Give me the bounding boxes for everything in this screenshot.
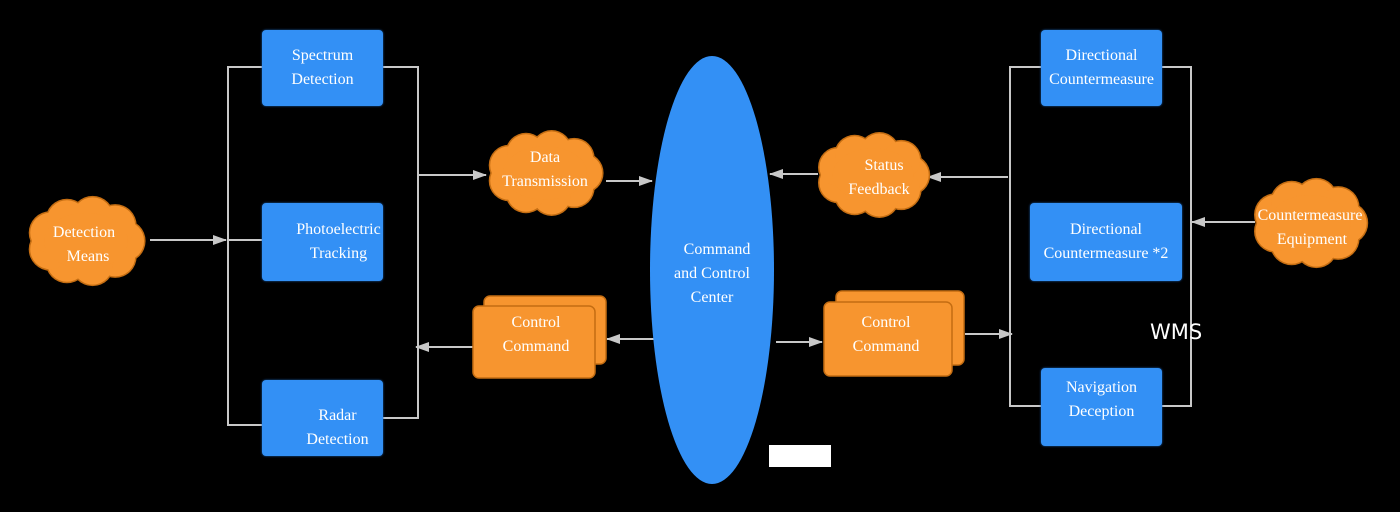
node-label: Equipment <box>1276 231 1348 248</box>
wms-annotation: WMS <box>1150 320 1203 344</box>
countermeasure-equipment-cloud <box>1253 177 1369 269</box>
node-label: Command <box>683 241 751 258</box>
node-label: and Control <box>674 265 750 282</box>
node-status-feedback: Status Feedback <box>826 154 932 202</box>
status-feedback-cloud <box>817 132 931 218</box>
node-command-and-control-center: Command and Control Center <box>662 238 762 310</box>
data-transmission-cloud <box>488 130 604 216</box>
node-label: Photoelectric <box>296 221 381 238</box>
white-rectangle <box>769 445 831 467</box>
right-bracket-connector <box>1009 66 1192 407</box>
node-label: Directional <box>1070 221 1142 238</box>
node-label: Countermeasure *2 <box>1043 245 1169 262</box>
node-label: Directional <box>1065 47 1138 64</box>
node-label: Spectrum <box>291 47 354 64</box>
node-data-transmission: Data Transmission <box>490 146 600 194</box>
node-label: Navigation <box>1065 379 1138 396</box>
node-label: Command <box>852 338 920 355</box>
node-label: Detection <box>306 431 369 448</box>
node-directional-countermeasure: Directional Countermeasure <box>1041 30 1162 106</box>
node-label: Control <box>511 314 561 331</box>
node-control-command-right: Control Command <box>836 311 936 359</box>
control-command-left-shape <box>472 295 607 379</box>
node-photoelectric-tracking: Photoelectric Tracking <box>262 203 383 281</box>
node-label: Countermeasure <box>1257 207 1363 224</box>
node-label: Means <box>66 248 110 265</box>
node-label: Radar <box>318 407 357 424</box>
node-label: Control <box>861 314 911 331</box>
node-label: Detection <box>52 224 116 241</box>
node-label: Tracking <box>309 245 368 262</box>
node-label: Status <box>864 157 904 174</box>
node-detection-means: Detection Means <box>36 221 132 269</box>
node-label: Transmission <box>502 173 588 190</box>
control-command-right-shape <box>823 290 965 377</box>
node-label: Data <box>529 149 561 166</box>
node-countermeasure-equipment: Countermeasure Equipment <box>1252 204 1368 252</box>
detection-means-cloud <box>28 195 146 287</box>
node-control-command-left: Control Command <box>486 311 586 359</box>
node-directional-countermeasure-2: Directional Countermeasure *2 <box>1030 203 1182 281</box>
left-bracket-connector <box>227 66 419 426</box>
node-label: Feedback <box>848 181 910 198</box>
command-center-ellipse <box>650 56 774 484</box>
node-label: Countermeasure <box>1049 71 1154 88</box>
node-label: Command <box>502 338 570 355</box>
node-spectrum-detection: Spectrum Detection <box>262 30 383 106</box>
node-radar-detection: Radar Detection <box>262 380 383 456</box>
node-label: Center <box>690 289 734 306</box>
node-navigation-deception: Navigation Deception <box>1041 368 1162 446</box>
node-label: Detection <box>291 71 354 88</box>
node-label: Deception <box>1068 403 1135 420</box>
